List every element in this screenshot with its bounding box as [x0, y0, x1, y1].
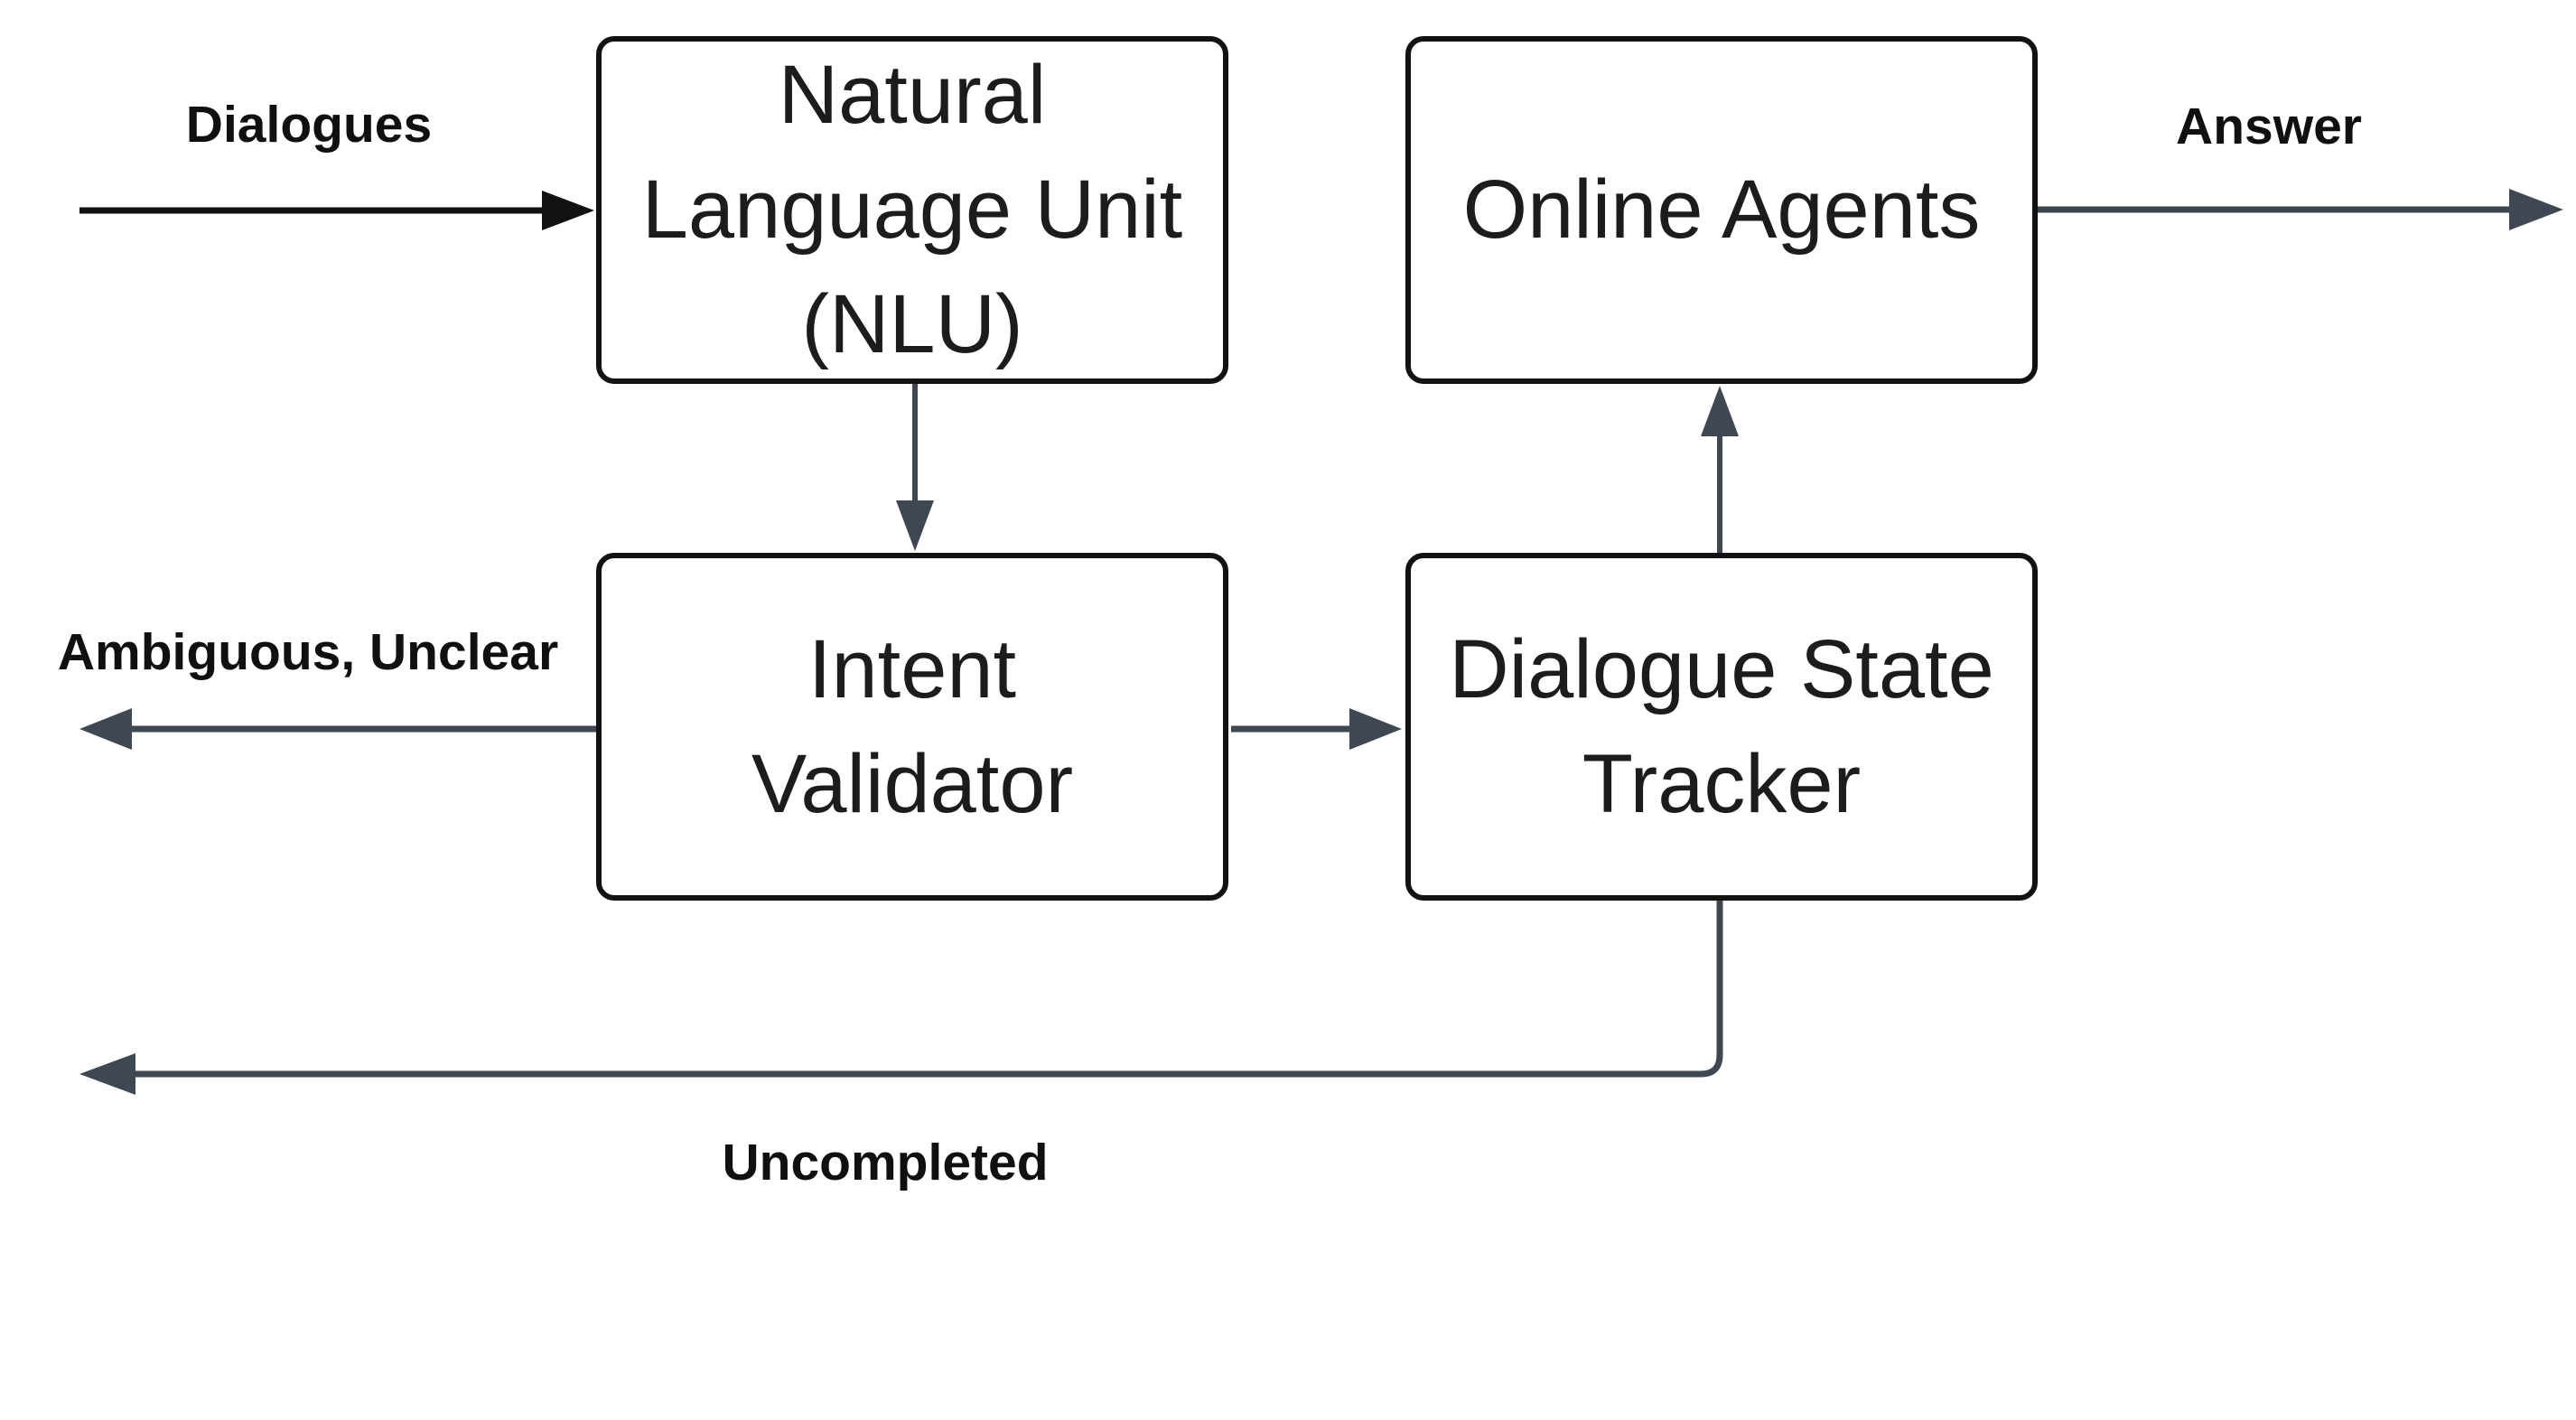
- node-label: Online Agents: [1462, 163, 1981, 257]
- edge-label-answer: Answer: [2176, 98, 2362, 155]
- node-dialogue-state-tracker: Dialogue State Tracker: [1405, 553, 2038, 901]
- edge-label-uncompleted: Uncompleted: [722, 1134, 1049, 1191]
- ambiguous-unclear-arrow: [79, 708, 596, 750]
- node-label: Intent Validator: [751, 622, 1074, 830]
- dst-to-online-agents-arrow: [1701, 386, 1739, 553]
- node-label: Dialogue State Tracker: [1449, 622, 1994, 830]
- edge-label-ambiguous-unclear: Ambiguous, Unclear: [57, 623, 559, 681]
- nlu-to-intent-validator-arrow: [896, 384, 934, 551]
- uncompleted-arrow: [79, 901, 1723, 1095]
- node-label: Natural Language Unit (NLU): [641, 49, 1183, 370]
- node-natural-language-unit: Natural Language Unit (NLU): [596, 36, 1228, 384]
- node-online-agents: Online Agents: [1405, 36, 2038, 384]
- edge-label-dialogues: Dialogues: [185, 96, 433, 154]
- answer-arrow: [2038, 189, 2563, 230]
- node-intent-validator: Intent Validator: [596, 553, 1228, 901]
- dialogues-arrow: [79, 191, 594, 230]
- intent-validator-to-dst-arrow: [1231, 708, 1402, 750]
